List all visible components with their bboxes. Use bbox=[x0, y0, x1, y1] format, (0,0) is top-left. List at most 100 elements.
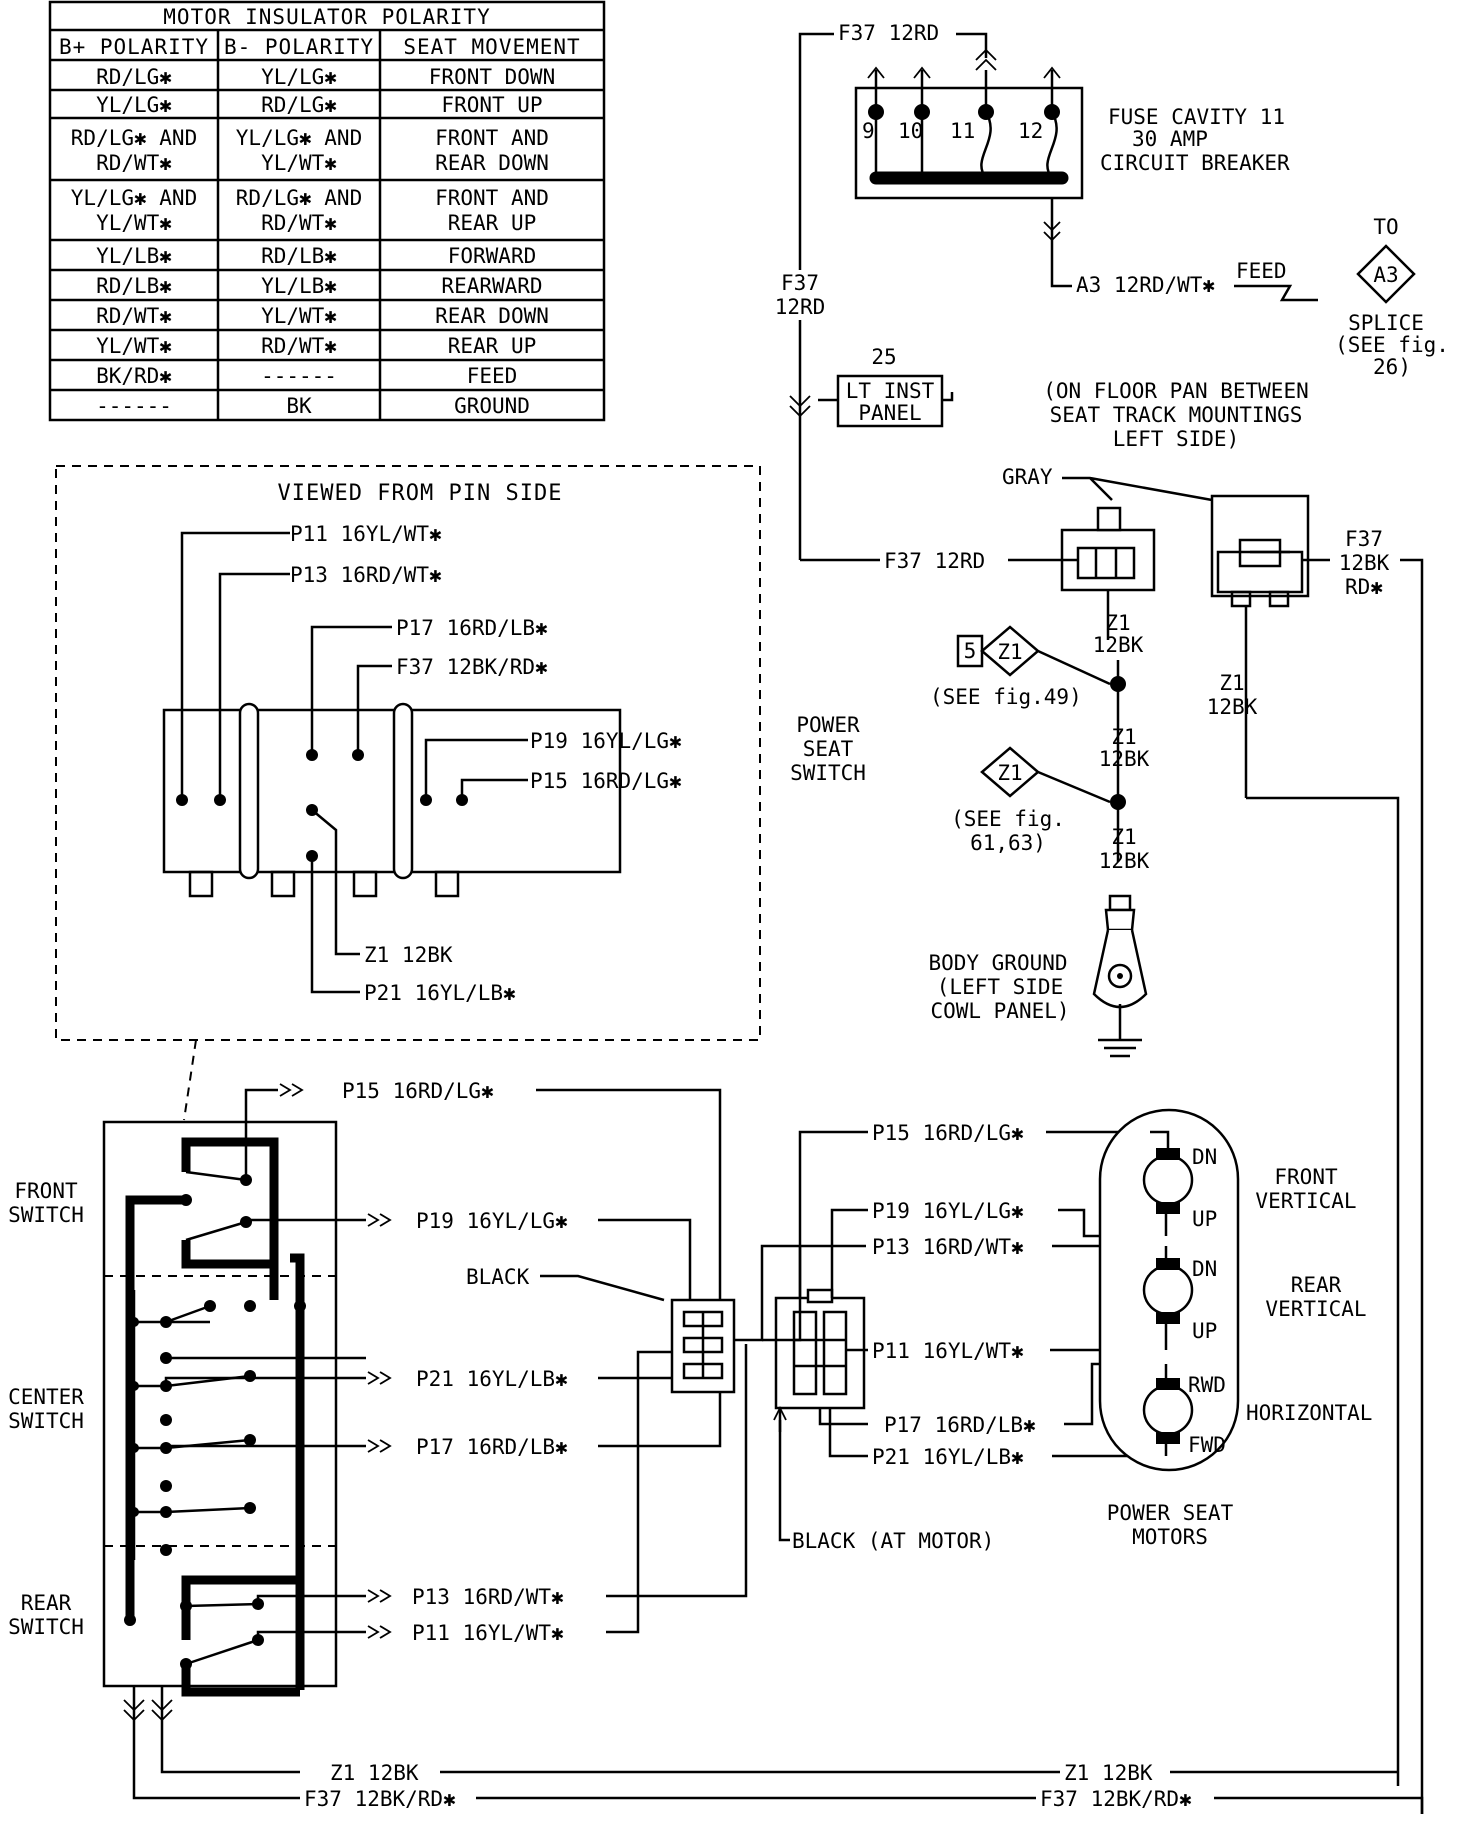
table-cell: BK bbox=[286, 394, 312, 418]
table-title: MOTOR INSULATOR POLARITY bbox=[163, 5, 490, 29]
svg-text:MOTORS: MOTORS bbox=[1132, 1525, 1208, 1549]
a3-wire: A3 12RD/WT✱ bbox=[1076, 273, 1215, 297]
horizontal-motor: RWD FWD bbox=[1142, 1364, 1226, 1457]
black-label: BLACK bbox=[466, 1265, 530, 1289]
table-cell: RD/LG✱ AND bbox=[71, 126, 197, 150]
pin-label: P11 16YL/WT✱ bbox=[290, 522, 442, 546]
table-cell: YL/LG✱ AND bbox=[236, 126, 362, 150]
black-at-motor-label: BLACK (AT MOTOR) bbox=[792, 1529, 994, 1553]
table-cell: YL/WT✱ bbox=[261, 304, 337, 328]
ref-id: Z1 bbox=[997, 761, 1022, 785]
pin-label: P17 16RD/LB✱ bbox=[396, 616, 548, 640]
svg-text:VERTICAL: VERTICAL bbox=[1255, 1189, 1356, 1213]
table-cell: ------ bbox=[96, 394, 172, 418]
lt-inst-number: 25 bbox=[871, 345, 896, 369]
front-vertical-label: FRONT bbox=[1274, 1165, 1338, 1189]
table-cell: RD/LG✱ bbox=[261, 93, 337, 117]
svg-text:12BK: 12BK bbox=[1207, 695, 1258, 719]
fuse-pin: 10 bbox=[898, 119, 923, 143]
svg-text:(LEFT SIDE: (LEFT SIDE bbox=[937, 975, 1063, 999]
pin-label: F37 12BK/RD✱ bbox=[396, 655, 548, 679]
wire-label: Z1 12BK bbox=[1064, 1761, 1153, 1785]
svg-text:RD✱: RD✱ bbox=[1345, 575, 1383, 599]
svg-text:LEFT SIDE): LEFT SIDE) bbox=[1113, 427, 1239, 451]
svg-text:POWER: POWER bbox=[796, 713, 860, 737]
z1-label: Z1 bbox=[1105, 611, 1130, 635]
bk-label: 12BK bbox=[1093, 633, 1144, 657]
svg-text:UP: UP bbox=[1192, 1319, 1217, 1343]
table-cell: YL/LG✱ bbox=[96, 93, 172, 117]
f37-12rd-label: F37 12RD bbox=[884, 549, 985, 573]
wire-label: P13 16RD/WT✱ bbox=[872, 1235, 1024, 1259]
splice-id: A3 bbox=[1373, 263, 1398, 287]
svg-text:LT INST: LT INST bbox=[846, 379, 935, 403]
wire-label: F37 12BK/RD✱ bbox=[304, 1787, 456, 1811]
wire-label: P11 16YL/WT✱ bbox=[872, 1339, 1024, 1363]
fuse-pin: 11 bbox=[950, 119, 975, 143]
bottom-wires: Z1 12BK Z1 12BK F37 12BK/RD✱ F37 12BK/RD… bbox=[304, 1761, 1424, 1814]
table-cell: RD/WT✱ bbox=[261, 334, 337, 358]
table-cell: YL/WT✱ bbox=[261, 151, 337, 175]
svg-text:F37: F37 bbox=[1345, 527, 1383, 551]
wire-label: P21 16YL/LB✱ bbox=[416, 1367, 568, 1391]
table-cell: RD/WT✱ bbox=[261, 211, 337, 235]
svg-text:DN: DN bbox=[1192, 1257, 1217, 1281]
motor-wires: P15 16RD/LG✱ P19 16YL/LG✱ P13 16RD/WT✱ P… bbox=[762, 1121, 1166, 1469]
power-seat-switch-label: POWER SEAT SWITCH bbox=[790, 713, 866, 785]
table-cell: YL/WT✱ bbox=[96, 211, 172, 235]
fuse-pin: 12 bbox=[1018, 119, 1043, 143]
table-cell: REAR DOWN bbox=[435, 151, 549, 175]
gray-connector-right bbox=[1210, 494, 1310, 798]
svg-text:Z1: Z1 bbox=[1219, 671, 1244, 695]
table-row: RD/LG✱ YL/LG✱ FRONT DOWN bbox=[96, 65, 555, 89]
svg-text:RWD: RWD bbox=[1188, 1373, 1226, 1397]
table-row: RD/WT✱ YL/WT✱ REAR DOWN bbox=[96, 304, 549, 328]
table-cell: REAR UP bbox=[448, 334, 537, 358]
table-cell: FEED bbox=[467, 364, 518, 388]
svg-text:SEAT TRACK MOUNTINGS: SEAT TRACK MOUNTINGS bbox=[1050, 403, 1303, 427]
fuse-top-wire: F37 12RD bbox=[838, 21, 939, 45]
svg-text:12BK: 12BK bbox=[1099, 747, 1150, 771]
fuse-pin: 9 bbox=[862, 119, 875, 143]
wire-label: P21 16YL/LB✱ bbox=[872, 1445, 1024, 1469]
wire-label: P15 16RD/LG✱ bbox=[342, 1079, 494, 1103]
svg-text:SPLICE: SPLICE bbox=[1348, 311, 1424, 335]
svg-text:(ON FLOOR PAN BETWEEN: (ON FLOOR PAN BETWEEN bbox=[1043, 379, 1309, 403]
wire-label: F37 12BK/RD✱ bbox=[1040, 1787, 1192, 1811]
gray-label: GRAY bbox=[1002, 465, 1053, 489]
pin-view-title: VIEWED FROM PIN SIDE bbox=[278, 481, 563, 506]
table-cell: YL/LB✱ bbox=[261, 274, 337, 298]
table-cell: YL/LG✱ bbox=[261, 65, 337, 89]
pin-label: P15 16RD/LG✱ bbox=[530, 769, 682, 793]
svg-text:UP: UP bbox=[1192, 1207, 1217, 1231]
pin-side-view: VIEWED FROM PIN SIDE P11 16YL/WT✱ P13 16… bbox=[55, 465, 761, 1041]
table-cell: BK/RD✱ bbox=[96, 364, 172, 388]
table-header: SEAT MOVEMENT bbox=[403, 35, 580, 59]
table-cell: FRONT AND bbox=[435, 126, 549, 150]
table-cell: FORWARD bbox=[448, 244, 537, 268]
table-row: YL/WT✱ RD/WT✱ REAR UP bbox=[96, 334, 536, 358]
table-cell: REARWARD bbox=[441, 274, 542, 298]
svg-text:SWITCH: SWITCH bbox=[8, 1615, 84, 1639]
lt-inst-panel: 25 LT INST PANEL bbox=[818, 345, 954, 428]
svg-text:SWITCH: SWITCH bbox=[790, 761, 866, 785]
table-cell: RD/WT✱ bbox=[96, 151, 172, 175]
svg-text:12BK: 12BK bbox=[1339, 551, 1390, 575]
feed-label: FEED bbox=[1236, 259, 1287, 283]
svg-text:SWITCH: SWITCH bbox=[8, 1203, 84, 1227]
power-seat-motors-label: POWER SEAT bbox=[1107, 1501, 1234, 1525]
rear-vertical-motor: DN UP bbox=[1142, 1246, 1217, 1350]
table-cell: YL/LB✱ bbox=[96, 244, 172, 268]
svg-text:DN: DN bbox=[1192, 1145, 1217, 1169]
table-row: BK/RD✱ ------ FEED bbox=[96, 364, 517, 388]
svg-text:12BK: 12BK bbox=[1099, 849, 1150, 873]
center-switch-label: CENTER bbox=[8, 1385, 84, 1409]
table-cell: RD/WT✱ bbox=[96, 304, 172, 328]
switch-assembly bbox=[102, 1088, 338, 1800]
wire-label: P19 16YL/LG✱ bbox=[416, 1209, 568, 1233]
ref-note: (SEE fig.49) bbox=[930, 685, 1082, 709]
switch-wires: P15 16RD/LG✱ P19 16YL/LG✱ P21 16YL/LB✱ P… bbox=[164, 1079, 748, 1645]
f37-side-wire: F37 bbox=[781, 271, 819, 295]
center-switch-contacts bbox=[129, 1290, 306, 1560]
